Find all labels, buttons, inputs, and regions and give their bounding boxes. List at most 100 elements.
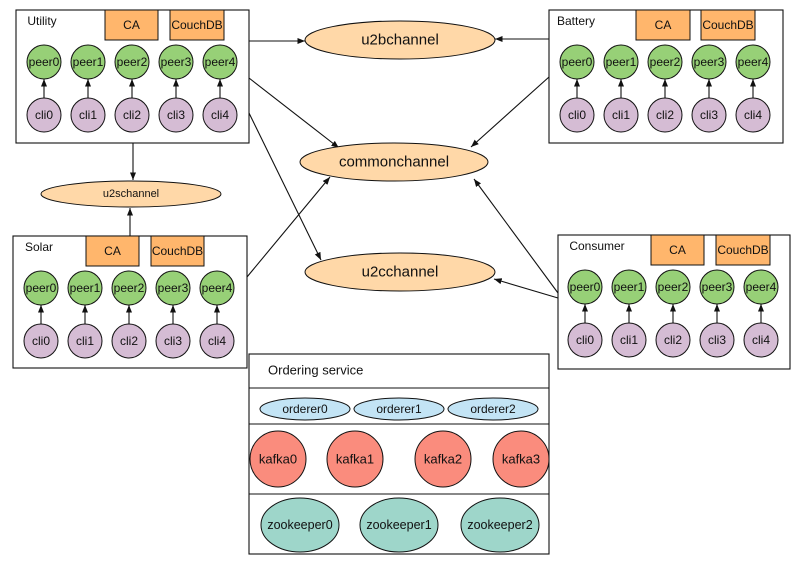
peer-node[interactable]: peer0 (26, 44, 62, 80)
connection-battery-commonchannel (470, 76, 550, 148)
channel-ellipse (304, 20, 496, 60)
client-node[interactable]: cli1 (611, 322, 647, 358)
peer-node[interactable]: peer4 (735, 44, 771, 80)
ca-label: CA (655, 18, 672, 32)
client-label: cli0 (568, 108, 586, 122)
client-node[interactable]: cli1 (603, 97, 639, 133)
client-node[interactable]: cli4 (735, 97, 771, 133)
couchdb-label: CouchDB (171, 18, 222, 32)
peer-node[interactable]: peer1 (603, 44, 639, 80)
client-label: cli1 (612, 108, 630, 122)
peer-node[interactable]: peer0 (567, 269, 603, 305)
peer-node[interactable]: peer1 (67, 270, 103, 306)
client-node[interactable]: cli0 (23, 323, 59, 359)
client-node[interactable]: cli3 (699, 322, 735, 358)
couchdb-node[interactable]: CouchDB (169, 9, 225, 41)
peer-circle (70, 44, 106, 80)
zookeeper-node[interactable]: zookeeper0 (260, 497, 340, 553)
channel-commonchannel[interactable]: commonchannel (299, 142, 489, 182)
client-label: cli4 (752, 333, 770, 347)
couchdb-node[interactable]: CouchDB (150, 235, 205, 267)
channel-u2cchannel[interactable]: u2cchannel (304, 252, 496, 292)
channel-label: u2schannel (103, 188, 159, 200)
channel-ellipse (299, 142, 489, 182)
channel-label: u2bchannel (361, 32, 439, 49)
peer-node[interactable]: peer3 (158, 44, 194, 80)
client-node[interactable]: cli0 (26, 97, 62, 133)
client-node[interactable]: cli3 (158, 97, 194, 133)
peer-node[interactable]: peer4 (202, 44, 238, 80)
client-node[interactable]: cli4 (202, 97, 238, 133)
peer-circle (199, 270, 235, 306)
client-node[interactable]: cli1 (67, 323, 103, 359)
ca-node[interactable]: CA (650, 234, 705, 266)
kafka-node[interactable]: kafka2 (414, 430, 472, 488)
peer-node[interactable]: peer2 (655, 269, 691, 305)
client-node[interactable]: cli0 (559, 97, 595, 133)
peer-circle (158, 44, 194, 80)
peer-node[interactable]: peer2 (647, 44, 683, 80)
orderer-ellipse (259, 397, 351, 421)
channel-ellipse (40, 180, 222, 208)
orderer-node[interactable]: orderer2 (447, 397, 539, 421)
peer-circle (67, 270, 103, 306)
peer-node[interactable]: peer4 (743, 269, 779, 305)
peer-label: peer4 (746, 280, 777, 294)
client-node[interactable]: cli1 (70, 97, 106, 133)
client-node[interactable]: cli2 (111, 323, 147, 359)
couchdb-node[interactable]: CouchDB (700, 9, 756, 41)
zookeeper-node[interactable]: zookeeper1 (359, 497, 439, 553)
client-circle (735, 97, 771, 133)
zookeeper-node[interactable]: zookeeper2 (460, 497, 540, 553)
client-node[interactable]: cli0 (567, 322, 603, 358)
client-node[interactable]: cli4 (199, 323, 235, 359)
couchdb-node[interactable]: CouchDB (715, 234, 771, 266)
connection-layer (126, 35, 559, 299)
kafka-label: kafka0 (259, 452, 297, 467)
ca-node[interactable]: CA (85, 235, 140, 267)
kafka-circle (414, 430, 472, 488)
orderer-node[interactable]: orderer1 (353, 397, 445, 421)
peer-circle (23, 270, 59, 306)
client-node[interactable]: cli3 (155, 323, 191, 359)
peer-node[interactable]: peer2 (114, 44, 150, 80)
client-label: cli3 (700, 108, 718, 122)
channel-u2schannel[interactable]: u2schannel (40, 180, 222, 208)
orderer-node[interactable]: orderer0 (259, 397, 351, 421)
peer-node[interactable]: peer0 (23, 270, 59, 306)
peer-node[interactable]: peer1 (611, 269, 647, 305)
peer-node[interactable]: peer3 (155, 270, 191, 306)
peer-node[interactable]: peer3 (699, 269, 735, 305)
channel-u2bchannel[interactable]: u2bchannel (304, 20, 496, 60)
peer-node[interactable]: peer1 (70, 44, 106, 80)
client-label: cli4 (744, 108, 762, 122)
peer-node[interactable]: peer4 (199, 270, 235, 306)
peer-circle (111, 270, 147, 306)
peer-circle (699, 269, 735, 305)
peer-circle (611, 269, 647, 305)
ca-node[interactable]: CA (104, 9, 159, 41)
client-node[interactable]: cli2 (655, 322, 691, 358)
peer-circle (603, 44, 639, 80)
client-node[interactable]: cli2 (647, 97, 683, 133)
peer-node[interactable]: peer2 (111, 270, 147, 306)
ca-box (650, 234, 705, 266)
peer-node[interactable]: peer3 (691, 44, 727, 80)
client-node[interactable]: cli4 (743, 322, 779, 358)
client-node[interactable]: cli3 (691, 97, 727, 133)
ca-box (104, 9, 159, 41)
kafka-node[interactable]: kafka1 (326, 430, 384, 488)
client-circle (114, 97, 150, 133)
client-label: cli2 (123, 108, 141, 122)
kafka-node[interactable]: kafka0 (249, 430, 307, 488)
peer-label: peer1 (73, 55, 104, 69)
client-label: cli2 (656, 108, 674, 122)
client-label: cli3 (708, 333, 726, 347)
kafka-node[interactable]: kafka3 (492, 430, 550, 488)
ca-node[interactable]: CA (635, 9, 691, 41)
zookeeper-ellipse (460, 497, 540, 553)
peer-circle (691, 44, 727, 80)
client-node[interactable]: cli2 (114, 97, 150, 133)
peer-node[interactable]: peer0 (559, 44, 595, 80)
